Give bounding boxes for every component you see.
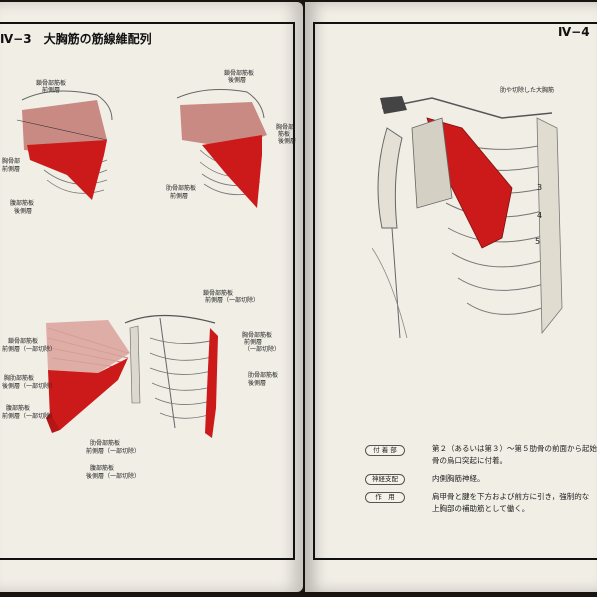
figure-pectoralis-3-muscle xyxy=(46,320,130,433)
fig2-label-3: 胸骨部 xyxy=(276,124,295,131)
figure-pectoralis-2 xyxy=(176,89,267,208)
info-text-innervation: 内側胸筋神経。 xyxy=(432,474,485,483)
info-tag-action: 作 用 xyxy=(365,492,405,503)
info-text-insertion-2: 骨の烏口突起に付着。 xyxy=(432,456,507,465)
fig3-label-l1: 鎖骨部筋板 xyxy=(8,338,39,345)
fig1-label-1: 鎖骨部筋板 xyxy=(36,80,67,87)
fig3-label-r3: 胸骨部筋板 xyxy=(242,332,273,339)
fig2-label-1: 鎖骨部筋板 xyxy=(224,70,255,77)
fig2-label-2: 後側層 xyxy=(228,77,247,84)
fig2-label-5: 後側層 xyxy=(278,138,297,145)
fig3-label-l5: 腹部筋板 xyxy=(6,405,31,412)
fig1-label-2: 前側層 xyxy=(42,87,61,94)
fig2-label-7: 前側層 xyxy=(170,193,189,200)
fig3-label-r5: （一部切除） xyxy=(244,346,281,353)
right-page-frame xyxy=(313,22,597,560)
fig3-label-l10: 後側層（一部切除） xyxy=(86,473,141,480)
fig3-label-l3: 胸肋部筋板 xyxy=(4,375,35,382)
info-tag-insertion: 付 着 部 xyxy=(365,445,405,456)
fig1-label-5: 腹部筋板 xyxy=(10,200,35,207)
right-page-header: Ⅳ−4 xyxy=(558,25,590,39)
fig1-label-3: 胸骨部 xyxy=(2,158,21,165)
left-page-frame xyxy=(0,22,295,560)
fig3-label-r4: 前側層 xyxy=(244,339,263,346)
fig1-label-6: 後側層 xyxy=(14,208,33,215)
fig3-label-l2: 前側層（一部切除） xyxy=(2,346,57,353)
fig3-label-r1: 鎖骨部筋板 xyxy=(203,290,234,297)
figure-shoulder-ribcage xyxy=(372,96,563,339)
fig1-label-4: 前側層 xyxy=(2,166,21,173)
fig3-label-r6: 肋骨部筋板 xyxy=(248,372,279,379)
fig2-label-4: 筋板 xyxy=(278,131,291,138)
fig3-label-r7: 後側層 xyxy=(248,380,267,387)
rib-number-3: 3 xyxy=(537,183,543,192)
fig3-label-r2: 前側層（一部切除） xyxy=(205,297,260,304)
right-figure-label: 肋や切除した大胸筋 xyxy=(500,87,555,94)
fig3-label-l4: 後側層（一部切除） xyxy=(2,383,57,390)
fig3-label-l7: 肋骨部筋板 xyxy=(90,440,121,447)
info-text-insertion-1: 第２（あるいは第３）〜第５肋骨の前面から起始し xyxy=(432,444,597,453)
figure-ribcage-skeleton xyxy=(124,314,218,438)
fig2-label-6: 肋骨部筋板 xyxy=(166,185,197,192)
fig3-label-l6: 前側層（一部切除） xyxy=(2,413,57,420)
info-text-action-1: 肩甲骨と腱を下方および前方に引き，強制的な xyxy=(432,492,590,501)
rib-number-4: 4 xyxy=(537,211,543,220)
fig3-label-l8: 前側層（一部切除） xyxy=(86,448,141,455)
info-text-action-2: 上胸部の補助筋として働く。 xyxy=(432,504,530,513)
left-page xyxy=(0,2,303,592)
left-page-header: Ⅳ−3 大胸筋の筋線維配列 xyxy=(0,32,152,46)
fig3-label-l9: 腹部筋板 xyxy=(90,465,115,472)
info-tag-innervation: 神経支配 xyxy=(365,474,405,485)
rib-number-5: 5 xyxy=(535,237,541,246)
figure-pectoralis-1 xyxy=(16,90,113,200)
